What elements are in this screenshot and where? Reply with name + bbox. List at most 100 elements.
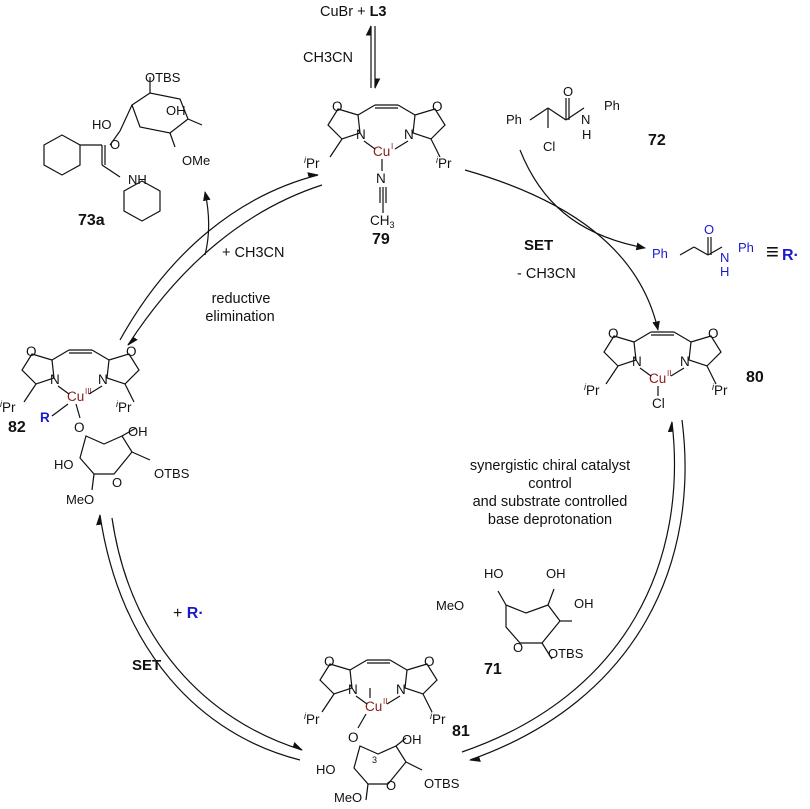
c71-otbs: OTBS	[548, 646, 584, 661]
c72-ph1: Ph	[506, 112, 522, 127]
c71-ho1: HO	[484, 566, 504, 581]
c72-cl: Cl	[543, 139, 556, 154]
structure-71	[497, 588, 572, 660]
reductive-label: reductive	[211, 291, 271, 307]
c72-ph2: Ph	[604, 98, 620, 113]
radical-symbol: R·	[782, 247, 799, 264]
svg-text:N: N	[396, 682, 406, 697]
svg-text:N: N	[376, 171, 386, 186]
control-line-2: control	[528, 476, 572, 492]
c73a-oh: OH	[166, 103, 186, 118]
svg-text:iPr: iPr	[430, 711, 446, 727]
svg-text:O: O	[324, 654, 335, 669]
svg-text:O: O	[432, 99, 443, 114]
svg-text:O: O	[74, 420, 85, 435]
compound-81-label: 81	[452, 723, 470, 740]
c82-otbs: OTBS	[154, 466, 190, 481]
compound-80-label: 80	[746, 369, 764, 386]
arrow-81-to-82	[96, 513, 301, 761]
structure-82: O O N N Cu III iPr iPr R O	[0, 344, 151, 491]
minus-acetonitrile-label: - CH3CN	[517, 266, 576, 282]
c82-ho: HO	[54, 457, 74, 472]
svg-text:O: O	[708, 326, 719, 341]
svg-text:iPr: iPr	[304, 155, 320, 171]
c71-meo: MeO	[436, 598, 465, 613]
equivalence-symbol: ≡	[766, 239, 779, 264]
structure-73a	[43, 77, 203, 222]
c72-h: H	[582, 127, 592, 142]
svg-text:O: O	[608, 326, 619, 341]
radical-o: O	[704, 222, 715, 237]
c82-meo: MeO	[66, 492, 95, 507]
svg-text:II: II	[667, 369, 671, 378]
svg-text:N: N	[680, 354, 690, 369]
c73a-ome: OMe	[182, 153, 211, 168]
svg-text:R: R	[40, 410, 50, 425]
r-dot: R·	[186, 605, 204, 622]
radical-n: N	[720, 250, 730, 265]
svg-text:II: II	[383, 697, 387, 706]
arrow-79-to-80	[464, 169, 660, 331]
structure-72	[529, 98, 585, 128]
arrow-80-to-81	[468, 419, 686, 762]
svg-text:O: O	[332, 99, 343, 114]
structure-80: O O N N Cu II iPr iPr Cl	[584, 326, 728, 411]
svg-text:N: N	[98, 372, 108, 387]
svg-text:III: III	[85, 387, 92, 396]
set-bottom-label: SET	[132, 657, 162, 674]
svg-text:N: N	[356, 127, 366, 142]
c81-meo: MeO	[334, 790, 363, 805]
elimination-label: elimination	[205, 309, 275, 325]
plus-acetonitrile-label: + CH3CN	[222, 245, 285, 261]
c71-oh: OH	[546, 566, 566, 581]
svg-text:iPr: iPr	[436, 155, 452, 171]
c81-oh: OH	[402, 732, 422, 747]
svg-text:O: O	[348, 730, 359, 745]
c73a-otbs: OTBS	[145, 70, 181, 85]
svg-text:Cu: Cu	[67, 389, 84, 404]
plus-sign: +	[173, 605, 187, 622]
reagents-label: CuBr + L3	[320, 4, 386, 20]
svg-text:iPr: iPr	[584, 382, 600, 398]
compound-79-label: 79	[372, 231, 390, 248]
svg-text:iPr: iPr	[116, 399, 132, 415]
arrow-79-to-82	[127, 184, 323, 346]
radical-ph1: Ph	[652, 246, 668, 261]
c81-ho: HO	[316, 762, 336, 777]
arrow-81-to-80	[461, 420, 676, 753]
svg-text:N: N	[50, 372, 60, 387]
control-line-1: synergistic chiral catalyst	[469, 458, 631, 474]
svg-text:N: N	[348, 682, 358, 697]
arrow-to-73a	[203, 191, 211, 256]
set-top-label: SET	[524, 237, 554, 254]
arrow-72-to-radical	[519, 149, 646, 251]
radical-ph2: Ph	[738, 240, 754, 255]
control-line-3: and substrate controlled	[472, 494, 628, 510]
c73a-nh: NH	[128, 172, 147, 187]
compound-82-label: 82	[8, 419, 26, 436]
c82-oh: OH	[128, 424, 148, 439]
svg-text:iPr: iPr	[304, 711, 320, 727]
arrow-82-to-81	[111, 517, 304, 751]
c81-otbs: OTBS	[424, 776, 460, 791]
svg-text:O: O	[126, 344, 137, 359]
top-solvent-label: CH3CN	[303, 50, 353, 66]
svg-text:N: N	[632, 354, 642, 369]
compound-72-label: 72	[648, 132, 666, 149]
svg-text:CH3: CH3	[370, 213, 395, 230]
svg-text:iPr: iPr	[0, 399, 16, 415]
ligand-label: L3	[369, 4, 387, 20]
svg-text:Cu: Cu	[373, 144, 390, 159]
svg-text:I: I	[391, 142, 393, 151]
plus-radical-label: + R·	[173, 606, 204, 622]
svg-text:Cu: Cu	[365, 699, 382, 714]
radical-h: H	[720, 264, 730, 279]
svg-text:Cl: Cl	[652, 396, 665, 411]
c73a-ho: HO	[92, 117, 112, 132]
structure-81: O O N N Cu II iPr iPr O 3	[304, 654, 446, 801]
c73a-o: O	[110, 137, 121, 152]
svg-text:3: 3	[372, 755, 377, 765]
svg-text:Cu: Cu	[649, 371, 666, 386]
svg-text:O: O	[26, 344, 37, 359]
